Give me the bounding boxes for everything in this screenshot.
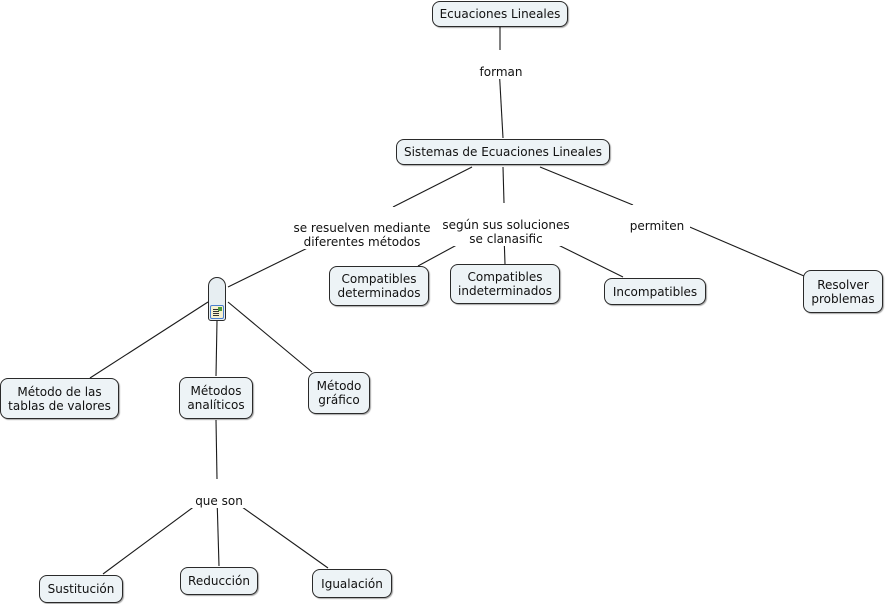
linking-phrase-label: permiten: [629, 219, 685, 233]
concept-label: Método de las tablas de valores: [8, 384, 111, 413]
concept-reduccion[interactable]: Reducción: [180, 567, 258, 595]
link-pill-tablas: [89, 301, 209, 379]
concept-label: Compatibles indeterminados: [458, 270, 552, 298]
link-analiticos-que-son: [215, 419, 218, 480]
linking-phrase-label: que son: [195, 494, 243, 508]
link-sistemas-segun: [502, 166, 505, 204]
concept-igualacion[interactable]: Igualación: [312, 569, 392, 598]
concept-label: Sistemas de Ecuaciones Lineales: [403, 145, 602, 159]
link-sistemas-permiten: [539, 166, 634, 206]
linking-phrase-forman[interactable]: forman: [474, 51, 528, 79]
empty-concept-with-resource[interactable]: [208, 277, 226, 321]
concept-metodo-tablas-valores[interactable]: Método de las tablas de valores: [0, 378, 119, 419]
concept-label: Método gráfico: [316, 379, 362, 407]
concept-resolver-problemas[interactable]: Resolver problemas: [803, 270, 883, 313]
link-permiten-resolver: [677, 221, 805, 277]
linking-phrase-label: se resuelven mediante diferentes métodos: [293, 221, 431, 249]
concept-label: Resolver problemas: [811, 277, 875, 306]
link-que-son-reduccion: [216, 496, 220, 567]
concept-metodos-analiticos[interactable]: Métodos analíticos: [179, 377, 253, 419]
link-pill-analiticos: [215, 320, 218, 377]
linking-phrase-label: según sus soluciones se clanasific: [442, 218, 570, 246]
concept-sustitucion[interactable]: Sustitución: [39, 575, 123, 603]
linking-phrase-que-son[interactable]: que son: [189, 480, 249, 508]
concept-label: Compatibles determinados: [337, 272, 421, 300]
link-pill-grafico: [227, 301, 313, 373]
resource-document-icon[interactable]: [210, 305, 224, 319]
concept-ecuaciones-lineales[interactable]: Ecuaciones Lineales: [432, 1, 568, 27]
link-que-son-igualacion: [227, 496, 329, 569]
concept-label: Reducción: [188, 574, 250, 588]
linking-phrase-segun[interactable]: según sus soluciones se clanasific: [437, 204, 575, 246]
concept-label: Ecuaciones Lineales: [439, 7, 561, 21]
linking-phrase-se-resuelven[interactable]: se resuelven mediante diferentes métodos: [288, 207, 436, 249]
concept-sistemas-ecuaciones-lineales[interactable]: Sistemas de Ecuaciones Lineales: [396, 139, 610, 165]
concept-label: Igualación: [321, 576, 383, 591]
concept-label: Incompatibles: [612, 284, 698, 299]
link-que-son-sustitucion: [102, 496, 208, 575]
linking-phrase-label: forman: [479, 65, 523, 79]
concept-metodo-grafico[interactable]: Método gráfico: [308, 372, 370, 414]
link-sistemas-se-resuelven: [392, 166, 473, 208]
concept-label: Métodos analíticos: [187, 384, 245, 412]
linking-phrase-permiten[interactable]: permiten: [624, 205, 690, 233]
concept-incompatibles[interactable]: Incompatibles: [604, 278, 706, 305]
concept-label: Sustitución: [47, 582, 115, 596]
concept-compatibles-indeterminados[interactable]: Compatibles indeterminados: [450, 264, 560, 304]
concept-compatibles-determinados[interactable]: Compatibles determinados: [329, 266, 429, 306]
